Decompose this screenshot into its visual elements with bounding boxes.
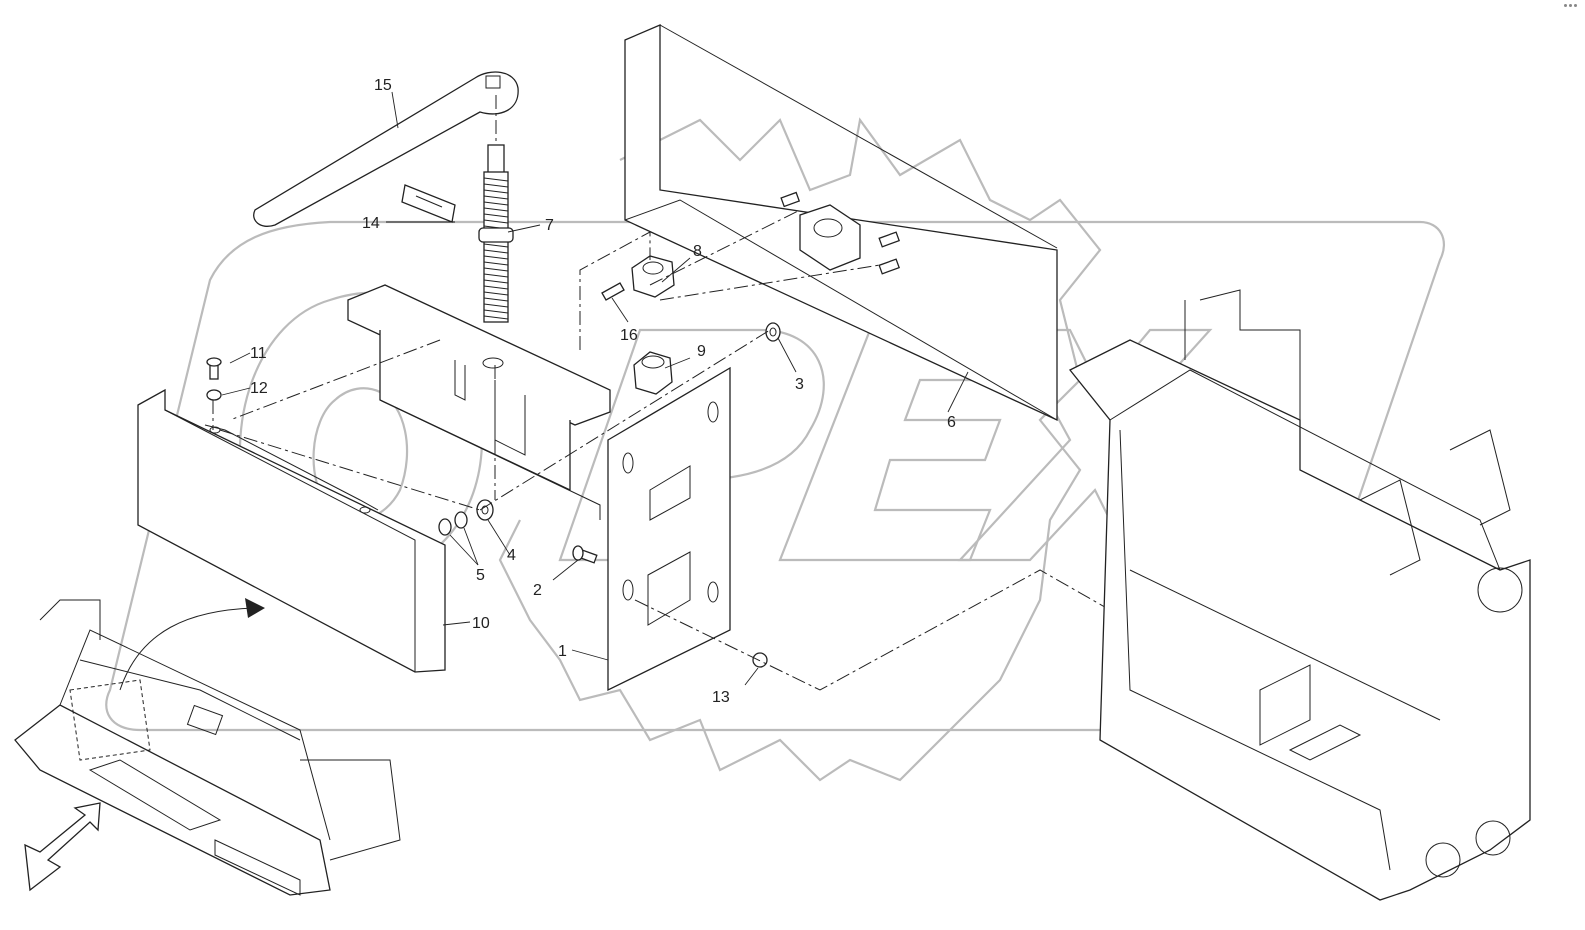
thread-line [483,267,509,272]
part-studs [780,191,901,275]
callout-labels: 15 14 7 8 16 9 11 12 3 6 4 5 2 10 1 13 [250,77,956,706]
thread-line [483,213,509,218]
thread-line [483,273,509,278]
paver-overview [14,598,401,896]
thread-line [483,183,509,188]
corner-menu-icon[interactable] [1564,4,1577,7]
thread-line [483,201,509,206]
thread-line [483,309,509,314]
part-10-side-cover [137,388,446,673]
callout-9: 9 [697,343,706,360]
callout-4: 4 [507,547,516,564]
thread-line [483,315,509,320]
callout-5: 5 [476,567,485,584]
part-2-screw [572,545,598,564]
callout-11: 11 [250,345,267,362]
callout-10: 10 [472,615,490,632]
callout-15: 15 [374,77,392,94]
thread-line [483,297,509,302]
callout-1: 1 [558,643,567,660]
part-16-pin [601,282,625,301]
part-15-wrench [253,71,519,227]
part-9-hexnut [633,351,673,395]
callout-8: 8 [693,243,702,260]
thread-line [483,279,509,284]
part-1-mounting-plate [607,366,731,692]
part-bracket-frame [347,284,611,520]
thread-line [483,249,509,254]
callout-13: 13 [712,689,730,706]
machine-frame [1068,289,1531,901]
thread-line [483,195,509,200]
leader-lines [221,91,969,686]
callout-6: 6 [947,414,956,431]
thread-line [483,189,509,194]
thread-line [483,255,509,260]
callout-7: 7 [545,217,554,234]
assembly-centerlines [212,209,1111,691]
thread-line [483,177,509,182]
part-12-washer [206,389,222,401]
part-13-nut [752,652,768,668]
callout-14: 14 [362,215,380,232]
thread-line [483,303,509,308]
watermark-gear [498,117,1102,782]
part-5-nuts [438,511,468,536]
thread-line [483,291,509,296]
callout-3: 3 [795,376,804,393]
callout-12: 12 [250,380,268,397]
thread-line [483,285,509,290]
callout-16: 16 [620,327,638,344]
thread-line [483,207,509,212]
callout-2: 2 [533,582,542,599]
thread-line [483,243,509,248]
part-11-bolt [206,357,222,380]
part-14-tag [401,184,456,223]
direction-arrow-icon [24,802,101,892]
part-7-spindle [478,95,514,323]
thread-line [483,261,509,266]
thread-line [483,219,509,224]
